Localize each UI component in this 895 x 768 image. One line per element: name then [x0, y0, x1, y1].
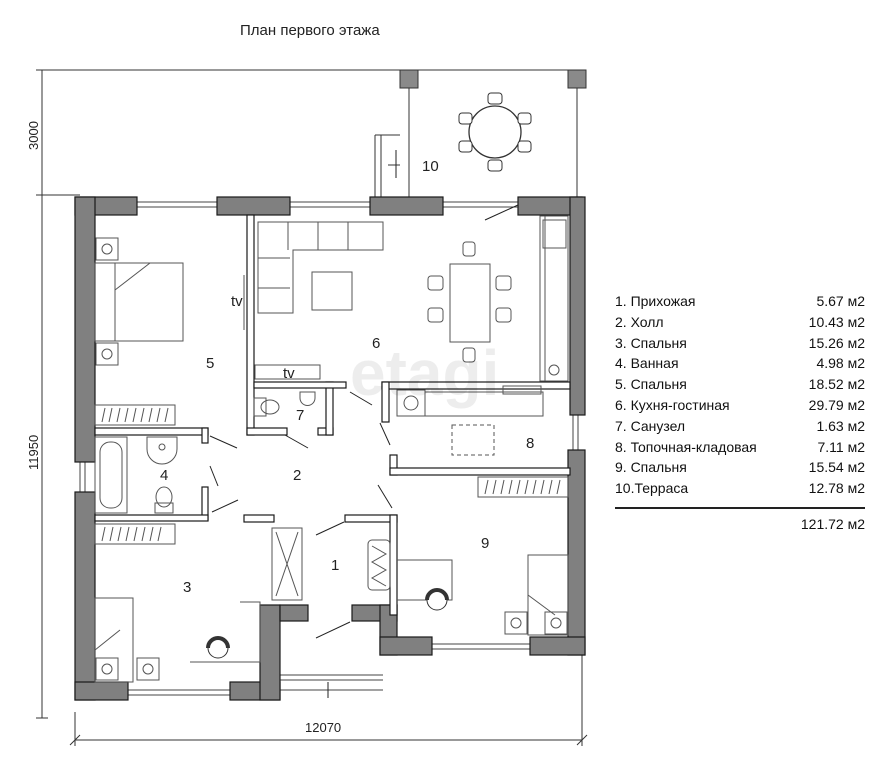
- bathroom-4-fixtures: [94, 436, 178, 514]
- legend-room-area: 5.67 м2: [816, 293, 865, 309]
- legend-total-area: 121.72 м2: [800, 515, 865, 532]
- plan-title: План первого этажа: [240, 22, 380, 39]
- area-legend: 1. Прихожая 5.67 м2 2. Холл 10.43 м2 3. …: [615, 291, 865, 532]
- room-number-10: 10: [422, 158, 439, 175]
- legend-room-name: 4. Ванная: [615, 355, 679, 372]
- room-number-2: 2: [293, 467, 301, 484]
- room-number-3: 3: [183, 579, 191, 596]
- wc-7-fixtures: [253, 391, 316, 417]
- legend-room-name: 2. Холл: [615, 313, 664, 330]
- legend-row: 2. Холл 10.43 м2: [615, 312, 865, 333]
- legend-row: 4. Ванная 4.98 м2: [615, 353, 865, 374]
- dimension-lines: [36, 69, 588, 746]
- legend-room-area: 18.52 м2: [808, 376, 865, 393]
- legend-room-name: 3. Спальня: [615, 334, 687, 351]
- tv-label-bedroom: tv: [231, 293, 243, 310]
- legend-room-name: 6. Кухня-гостиная: [615, 396, 730, 413]
- bedroom-5-furniture: [94, 237, 245, 426]
- interior-walls: [94, 214, 571, 616]
- dim-bottom-width: 12070: [305, 720, 341, 735]
- legend-room-area: 15.54 м2: [808, 459, 865, 476]
- legend-room-area: 15.26 м2: [808, 334, 865, 351]
- legend-room-name: 5. Спальня: [615, 376, 687, 393]
- room-number-8: 8: [526, 435, 534, 452]
- legend-room-name: 7. Санузел: [615, 417, 686, 434]
- legend-room-area: 7.11 м2: [817, 438, 865, 455]
- terrace-table: [468, 105, 522, 159]
- walls: [74, 196, 586, 701]
- legend-row: 7. Санузел 1.63 м2: [615, 416, 865, 437]
- dim-left-height: 11950: [26, 435, 41, 470]
- office-chair-3: [206, 636, 230, 659]
- bedroom-9-furniture: [397, 476, 569, 636]
- hallway-1-furniture: [367, 539, 391, 591]
- legend-row: 6. Кухня-гостиная 29.79 м2: [615, 395, 865, 416]
- terrace-chairs: [458, 92, 532, 172]
- legend-row: 9. Спальня 15.54 м2: [615, 457, 865, 478]
- bedroom-3-furniture: [94, 523, 303, 683]
- tv-label-living: tv: [283, 365, 295, 382]
- legend-row: 1. Прихожая 5.67 м2: [615, 291, 865, 312]
- dim-top-depth: 3000: [26, 121, 41, 150]
- legend-row: 3. Спальня 15.26 м2: [615, 333, 865, 354]
- dining-chairs: [427, 241, 512, 363]
- legend-row: 8. Топочная-кладовая 7.11 м2: [615, 437, 865, 458]
- room-number-9: 9: [481, 535, 489, 552]
- room-number-5: 5: [206, 355, 214, 372]
- legend-room-area: 1.63 м2: [816, 417, 865, 434]
- terrace: [374, 69, 587, 198]
- room-number-7: 7: [296, 407, 304, 424]
- legend-room-area: 10.43 м2: [808, 313, 865, 330]
- legend-row: 5. Спальня 18.52 м2: [615, 374, 865, 395]
- legend-divider: [615, 506, 865, 509]
- room-number-4: 4: [160, 467, 168, 484]
- etagi-watermark: etagi: [350, 337, 499, 409]
- room-number-6: 6: [372, 335, 380, 352]
- room-number-1: 1: [331, 557, 339, 574]
- windows: [79, 201, 579, 696]
- door-swings: [209, 150, 519, 698]
- utility-8-furniture: [396, 385, 544, 456]
- legend-room-area: 12.78 м2: [808, 480, 865, 497]
- legend-room-area: 4.98 м2: [816, 355, 865, 372]
- legend-room-area: 29.79 м2: [808, 396, 865, 413]
- legend-room-name: 9. Спальня: [615, 459, 687, 476]
- legend-row: 10.Терраса 12.78 м2: [615, 478, 865, 499]
- legend-room-name: 10.Терраса: [615, 480, 689, 497]
- legend-room-name: 8. Топочная-кладовая: [615, 438, 757, 455]
- legend-room-name: 1. Прихожая: [615, 293, 696, 309]
- living-kitchen-furniture: [254, 215, 569, 382]
- office-chair-9: [425, 588, 449, 611]
